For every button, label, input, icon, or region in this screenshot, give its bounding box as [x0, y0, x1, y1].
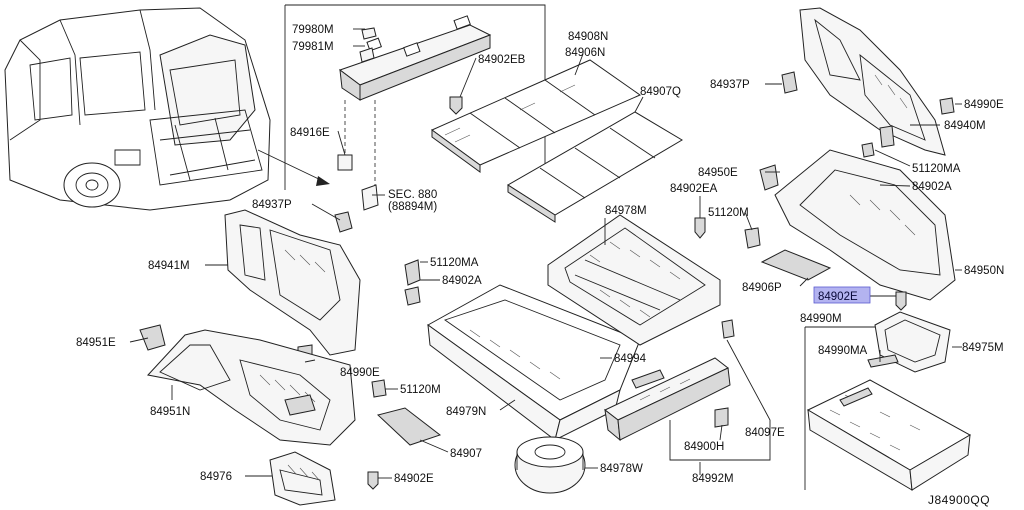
label-84937P-top: 84937P [710, 79, 750, 91]
label-84951E: 84951E [76, 337, 116, 349]
label-51120MA-right: 51120MA [912, 163, 961, 175]
vehicle-illustration [4, 7, 330, 211]
label-84990E-right: 84990E [964, 99, 1004, 111]
label-84902A-left: 84902A [442, 275, 482, 287]
label-84976: 84976 [200, 471, 232, 483]
label-51120M-mid: 51120M [708, 207, 749, 219]
label-51120MA-left: 51120MA [430, 257, 479, 269]
label-84902EB: 84902EB [478, 54, 526, 66]
part-84941M-shape [224, 209, 361, 356]
label-84941M: 84941M [148, 260, 190, 272]
highlight-box [813, 286, 871, 304]
label-84992M: 84992M [692, 473, 734, 485]
part-84907Q-shape [507, 111, 683, 223]
label-84990MA: 84990MA [818, 345, 868, 357]
label-79981M: 79981M [292, 41, 334, 53]
label-84950E: 84950E [698, 167, 738, 179]
part-84979N-shape [427, 284, 641, 441]
label-84978W: 84978W [600, 463, 643, 475]
part-84907-shape [376, 407, 442, 446]
part-84902EA-clip [694, 217, 706, 239]
part-84992M-shape [806, 379, 972, 491]
diagram-code: J84900QQ [928, 493, 990, 507]
label-84097E: 84097E [745, 427, 785, 439]
label-84908N: 84908N [568, 31, 608, 43]
label-84907: 84907 [450, 448, 482, 460]
label-84994: 84994 [614, 353, 647, 365]
part-84978W-shape [514, 436, 586, 494]
label-84937P-left: 84937P [252, 199, 292, 211]
label-84902A-right: 84902A [912, 181, 952, 193]
part-84916E-clip [337, 154, 353, 171]
label-84951N: 84951N [150, 406, 190, 418]
part-51120M-left-shape [371, 379, 387, 398]
part-84900H-shape [604, 357, 731, 442]
label-84979N: 84979N [446, 406, 486, 418]
label-84990M: 84990M [800, 313, 842, 325]
label-sec-ref-line2: (88894M) [388, 201, 437, 213]
label-84940M: 84940M [944, 120, 986, 132]
part-84908N-shape [338, 15, 492, 101]
highlight-84902E: 84902E [813, 286, 871, 304]
part-84940M-shape [799, 7, 946, 156]
part-84950N-shape [774, 149, 956, 301]
label-sec-ref-line1: SEC. 880 [388, 189, 437, 201]
label-84990E-left: 84990E [340, 367, 380, 379]
leader-lines [129, 28, 962, 490]
label-84950N: 84950N [964, 265, 1004, 277]
label-84975M: 84975M [962, 342, 1004, 354]
part-84976-shape [269, 451, 336, 506]
label-79980M: 79980M [292, 24, 334, 36]
part-84978M-shape [547, 214, 721, 346]
label-84902E-bottom: 84902E [394, 473, 434, 485]
part-84951N-shape [139, 324, 356, 446]
part-84902EB-clip [449, 96, 463, 115]
part-51120MA-left-shape [404, 259, 421, 286]
label-84902EA: 84902EA [670, 183, 718, 195]
part-84994-shape [631, 369, 665, 389]
part-84906N-shape [431, 59, 642, 173]
label-84902E-highlighted: 84902E [818, 291, 858, 303]
label-84906P: 84906P [742, 282, 782, 294]
label-84906N: 84906N [565, 47, 605, 59]
label-84907Q: 84907Q [640, 86, 681, 98]
label-84978M: 84978M [605, 205, 647, 217]
part-84902E-hl-clip [895, 291, 907, 311]
label-84916E: 84916E [290, 127, 330, 139]
label-84900H: 84900H [684, 441, 724, 453]
part-84906P-shape [760, 249, 832, 281]
label-51120M-left: 51120M [400, 384, 441, 396]
